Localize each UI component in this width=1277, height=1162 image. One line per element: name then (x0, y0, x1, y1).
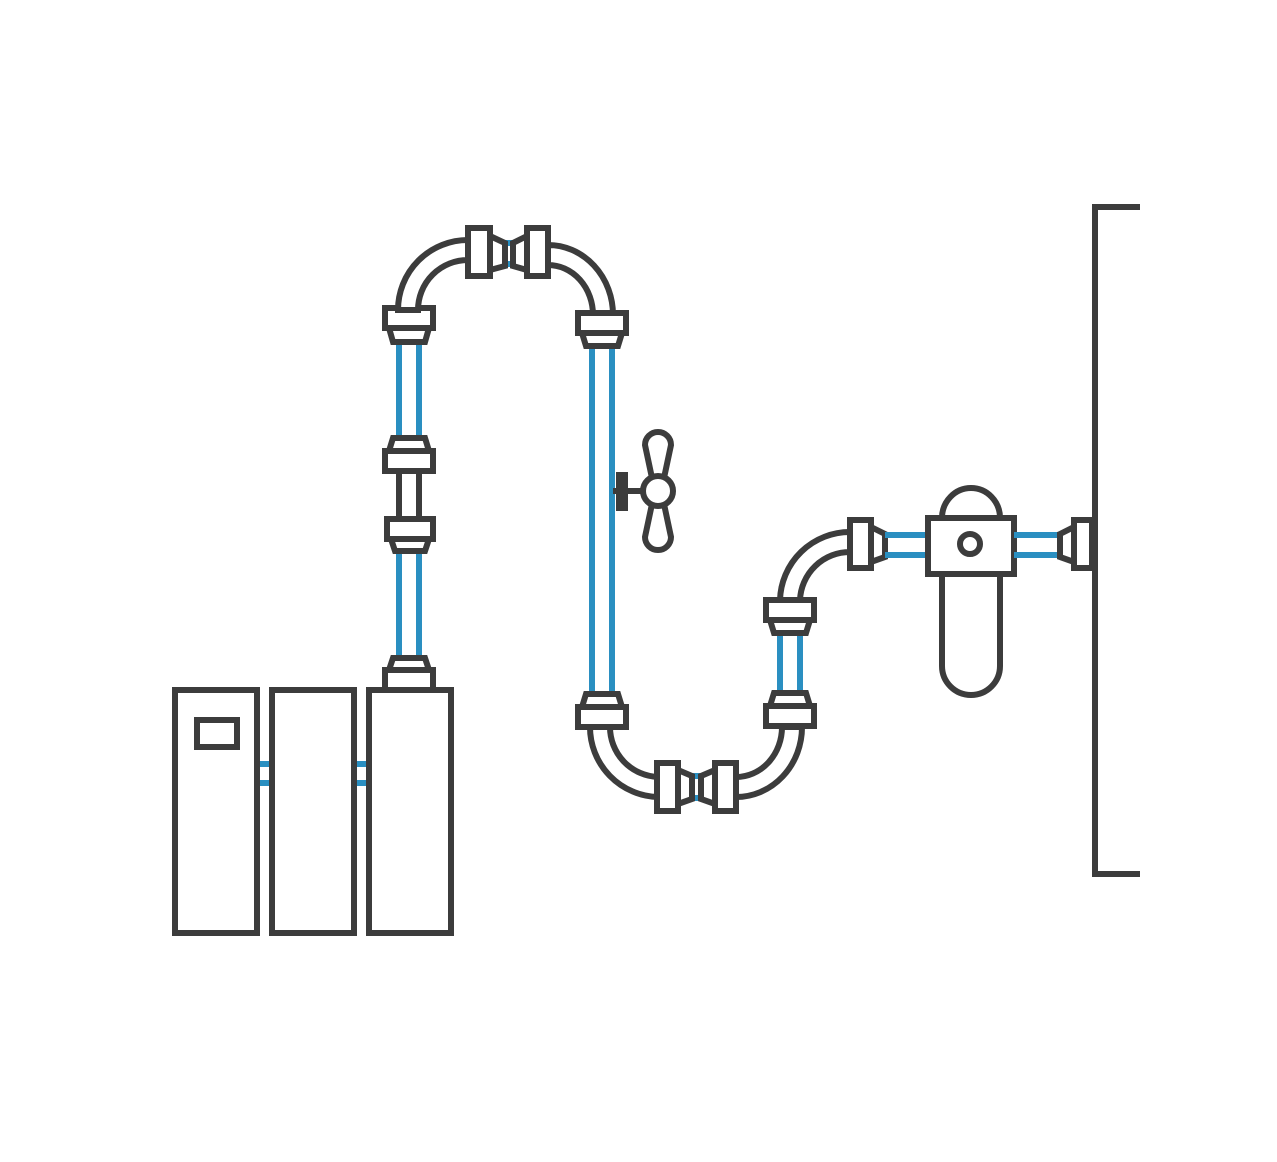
coupling-top (465, 225, 551, 279)
wall-bracket (1092, 204, 1140, 877)
top-elbow-pipe (394, 225, 617, 318)
fitting-mid-upper (382, 435, 436, 474)
fitting-riser-bottom (763, 690, 817, 729)
fitting-elbow-end (847, 517, 888, 571)
compressor-cabinets (172, 687, 454, 936)
fitting-top-right (575, 310, 629, 349)
fitting-wall (1057, 517, 1095, 571)
air-filter-icon (925, 485, 1095, 698)
fitting-mid-lower (384, 516, 436, 554)
fitting-cabinet-outlet (382, 655, 436, 693)
fitting-riser-top (763, 597, 817, 636)
fitting-bottom-left (575, 691, 629, 730)
coupling-bottom (654, 760, 739, 814)
short-riser-pipe (763, 517, 928, 729)
main-drop-pipe (575, 310, 629, 730)
cabinet-right (366, 687, 454, 936)
ball-valve-icon (613, 429, 676, 553)
fitting-top-left (382, 305, 436, 345)
cabinet-middle (269, 687, 357, 936)
left-riser-pipe (382, 305, 436, 693)
bottom-u-pipe (586, 724, 806, 814)
cabinet-display (194, 717, 240, 750)
